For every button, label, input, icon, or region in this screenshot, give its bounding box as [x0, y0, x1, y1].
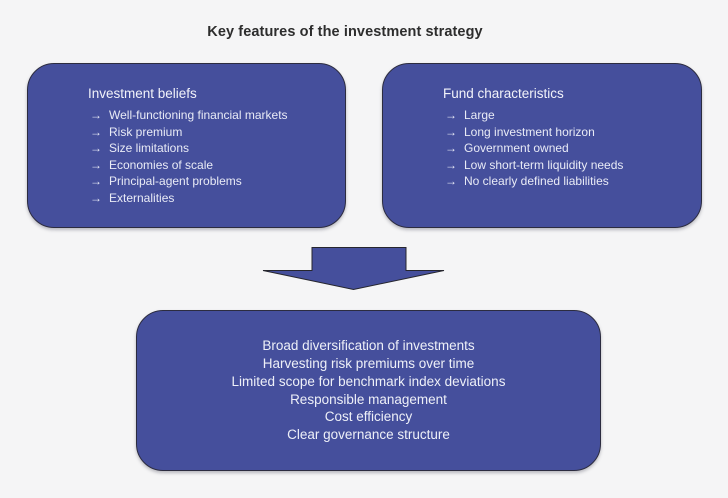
list-item: → Long investment horizon	[443, 124, 691, 141]
arrow-bullet-icon: →	[90, 174, 102, 189]
fund-characteristics-box: Fund characteristics → Large → Long inve…	[382, 63, 702, 228]
investment-beliefs-heading: Investment beliefs	[88, 86, 197, 101]
list-item: → Government owned	[443, 140, 691, 157]
list-item: → Size limitations	[88, 140, 335, 157]
outcome-line: Cost efficiency	[324, 409, 413, 425]
arrow-bullet-icon: →	[90, 157, 102, 172]
list-item: → Large	[443, 107, 691, 124]
outcome-line: Limited scope for benchmark index deviat…	[231, 373, 506, 389]
arrow-bullet-icon: →	[90, 141, 102, 156]
list-item: → Well-functioning financial markets	[88, 107, 335, 124]
list-item-label: Long investment horizon	[464, 124, 595, 139]
arrow-bullet-icon: →	[90, 108, 102, 122]
list-item-label: No clearly defined liabilities	[464, 174, 609, 189]
list-item-label: Externalities	[109, 190, 175, 205]
outcome-line: Broad diversification of investments	[262, 338, 475, 354]
list-item: → Risk premium	[88, 124, 335, 141]
list-item-label: Size limitations	[109, 141, 190, 156]
list-item: → No clearly defined liabilities	[443, 173, 691, 190]
list-item-label: Well-functioning financial markets	[109, 108, 288, 122]
list-item-label: Economies of scale	[109, 157, 214, 172]
list-item-label: Government owned	[464, 141, 569, 156]
arrow-bullet-icon: →	[90, 190, 102, 205]
outcome-line: Clear governance structure	[287, 426, 450, 442]
strategy-outcomes-box: Broad diversification of investments Har…	[136, 310, 601, 471]
list-item-label: Large	[464, 108, 495, 122]
list-item: → Economies of scale	[88, 157, 335, 174]
investment-beliefs-list: → Well-functioning financial markets → R…	[88, 107, 335, 207]
outcome-line: Responsible management	[290, 391, 447, 407]
investment-beliefs-box: Investment beliefs → Well-functioning fi…	[27, 63, 346, 228]
fund-characteristics-heading: Fund characteristics	[443, 86, 564, 101]
arrow-bullet-icon: →	[445, 174, 457, 189]
list-item-label: Low short-term liquidity needs	[464, 157, 624, 172]
list-item: → Principal-agent problems	[88, 173, 335, 190]
arrow-bullet-icon: →	[90, 124, 102, 139]
arrow-bullet-icon: →	[445, 108, 457, 122]
list-item: → Low short-term liquidity needs	[443, 157, 691, 174]
down-arrow-icon	[262, 247, 445, 291]
outcome-line: Harvesting risk premiums over time	[262, 356, 475, 372]
fund-characteristics-list: → Large → Long investment horizon → Gove…	[443, 107, 691, 190]
list-item-label: Principal-agent problems	[109, 174, 242, 189]
list-item-label: Risk premium	[109, 124, 183, 139]
diagram-title: Key features of the investment strategy	[207, 24, 483, 40]
list-item: → Externalities	[88, 190, 335, 207]
arrow-bullet-icon: →	[445, 141, 457, 156]
arrow-bullet-icon: →	[445, 124, 457, 139]
arrow-bullet-icon: →	[445, 157, 457, 172]
